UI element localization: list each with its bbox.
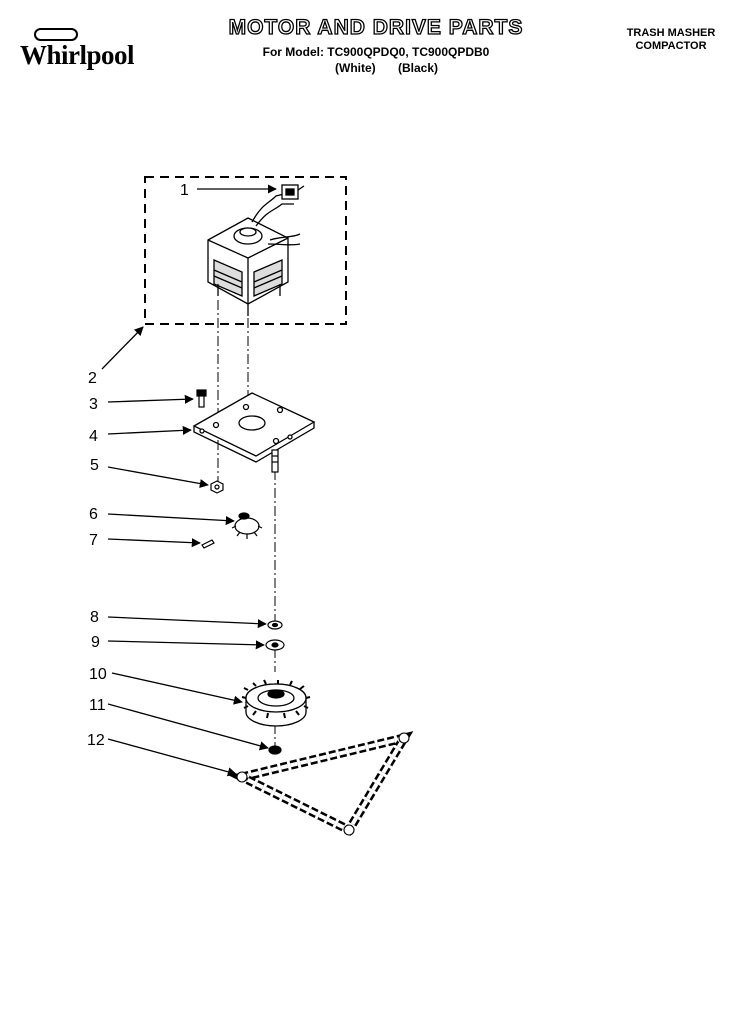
logo-text: Whirlpool [20, 40, 135, 70]
whirlpool-logo: Whirlpool [20, 28, 160, 78]
small-gear-icon [231, 512, 263, 539]
sprocket-icon [241, 679, 311, 727]
callout-8: 8 [90, 609, 99, 626]
callout-5: 5 [90, 457, 99, 474]
product-line-1: TRASH MASHER [626, 27, 716, 39]
callout-7: 7 [89, 532, 98, 549]
color-white-label: (White) [335, 61, 376, 75]
drive-chain-icon [228, 731, 414, 836]
product-line-2: COMPACTOR [635, 40, 707, 52]
screw-icon [196, 389, 207, 408]
mounting-plate-icon [192, 392, 316, 463]
callout-labels: 1 2 3 4 5 6 7 8 9 10 11 12 [87, 182, 189, 749]
set-screw-icon [201, 539, 215, 549]
color-black-label: (Black) [398, 61, 439, 75]
callout-1: 1 [180, 182, 189, 199]
callout-6: 6 [89, 506, 98, 523]
motor-icon [207, 191, 301, 316]
model-line: For Model: TC900QPDQ0, TC900QPDB0 [262, 45, 490, 59]
motor-assembly-box [144, 176, 347, 325]
washer-icon [267, 620, 283, 630]
callout-12: 12 [87, 732, 105, 749]
callout-2: 2 [88, 370, 97, 387]
motor-connector-icon [281, 184, 305, 200]
nut-icon [210, 480, 224, 494]
drive-stud-icon [271, 449, 279, 473]
callout-3: 3 [89, 396, 98, 413]
callout-4: 4 [89, 428, 98, 445]
spacer-washer-icon [265, 639, 285, 651]
logo-swoosh-icon [34, 28, 78, 41]
callout-10: 10 [89, 666, 107, 683]
retaining-ring-icon [268, 745, 282, 755]
callout-9: 9 [91, 634, 100, 651]
callout-11: 11 [89, 697, 106, 714]
product-type: TRASH MASHER COMPACTOR [606, 27, 736, 53]
page-title: MOTOR AND DRIVE PARTS [228, 15, 524, 39]
leader-lines [101, 184, 277, 777]
